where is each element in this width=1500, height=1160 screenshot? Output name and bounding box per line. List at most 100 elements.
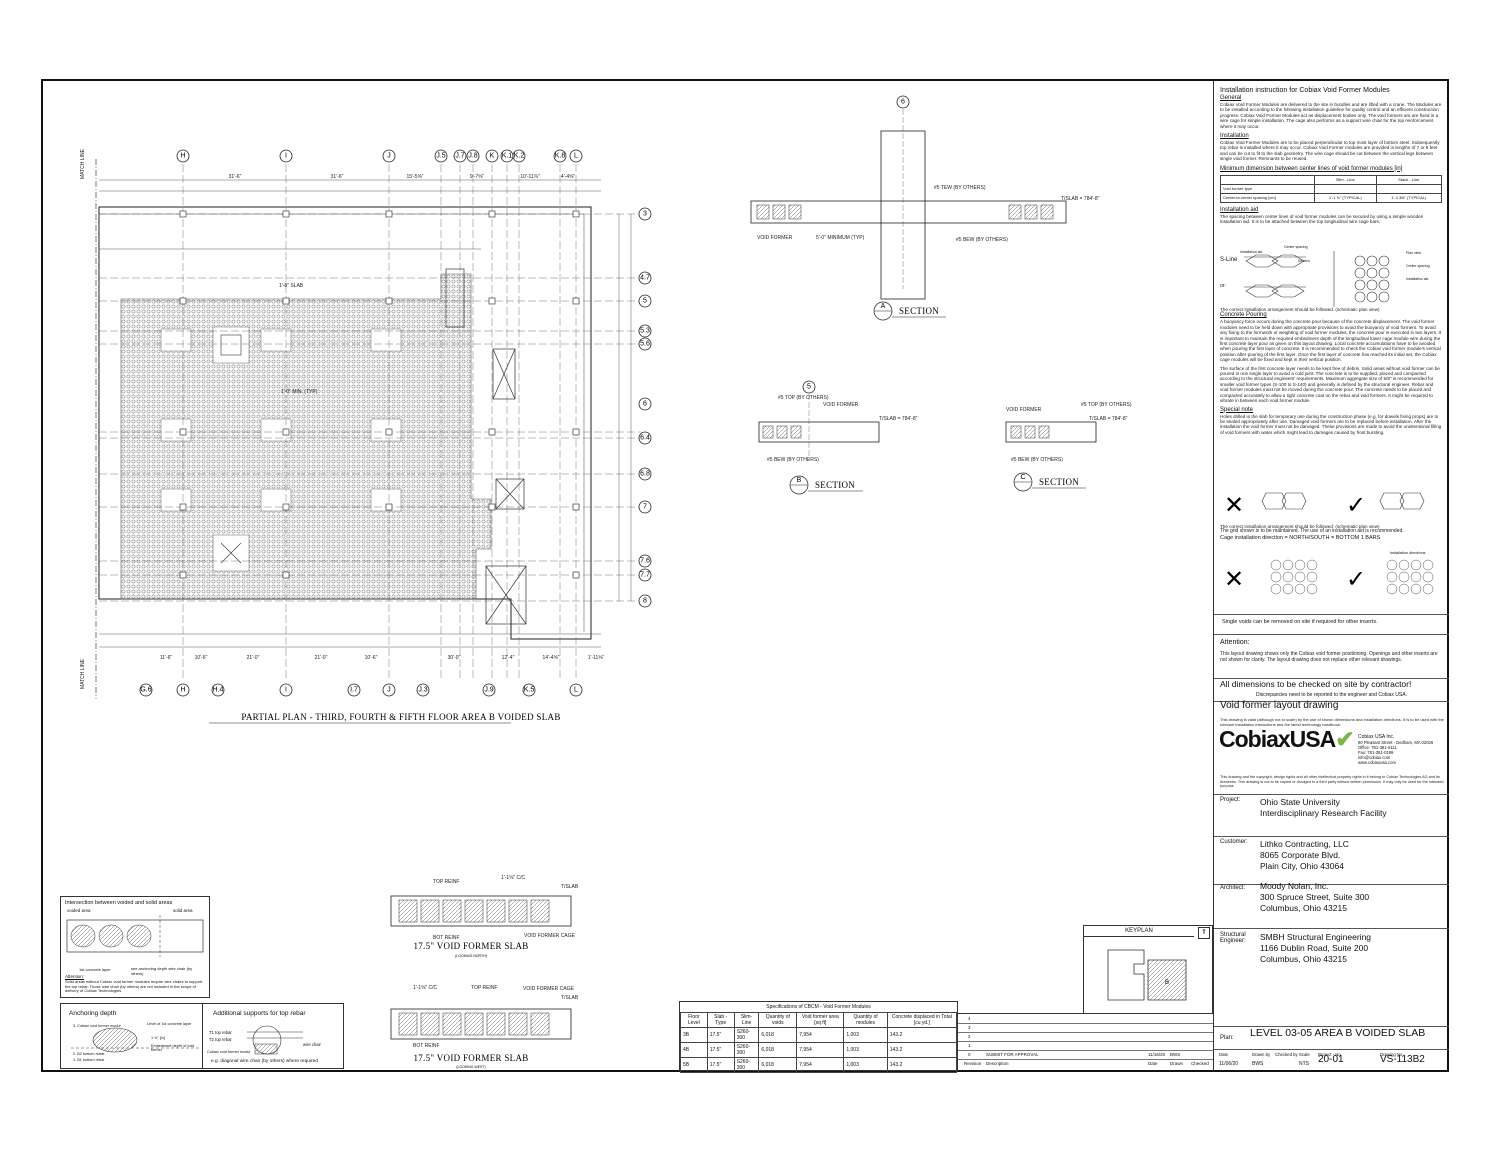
section-c-note-0: VOID FORMER (1006, 407, 1042, 413)
supports-item-3: Cobiax void former modul (207, 1050, 251, 1054)
grid-right-4-7: 4.7 (640, 275, 650, 282)
keyplan-title: KEYPLAN (1084, 928, 1194, 937)
spec-cell: 7,954 (796, 1042, 845, 1058)
architect-value: Moody Nolan, Inc. 300 Spruce Street, Sui… (1260, 881, 1369, 914)
slab-west-bot-reinf: BOT REINF (413, 1043, 440, 1049)
dim-top-0: 31'-6" (229, 174, 242, 180)
rev-number: 2 (968, 1034, 971, 1039)
dim-bot-7: 14'-4⅝" (543, 655, 560, 661)
arrangement-text: The correct installation arrangement sho… (1220, 307, 1380, 312)
footer-h-project: Project - No. (1318, 1052, 1342, 1057)
match-line-bottom-label: MATCH LINE (80, 658, 86, 689)
spec-cell: 7,954 (796, 1057, 845, 1073)
spec-cell: 3B (680, 1027, 708, 1043)
min-dim-typ-slim: 1'-1 ¾" (TYPICAL) (1313, 192, 1377, 203)
spec-cell: 7,954 (796, 1027, 845, 1043)
grid-bot-J3: J.3 (418, 687, 427, 694)
spec-cell: 1,003 (843, 1057, 888, 1073)
slab-west-sub: (LOOKING WEST) (456, 1065, 485, 1069)
grid-right-3: 3 (643, 211, 647, 218)
grid-bot-I: I (285, 687, 287, 694)
general-text: Cobiax Void Former Modules are delivered… (1220, 102, 1442, 129)
single-voids-note: Single voids can be removed on site if r… (1222, 619, 1378, 625)
grid-right-6: 6 (643, 401, 647, 408)
aid-diagram: S-Line or: Installation aid Center spaci… (1220, 241, 1442, 307)
rev-h-checked: Checked (1191, 1061, 1209, 1066)
check-icon: ✓ (1346, 492, 1366, 519)
aid-label-4: Center spacing (1406, 264, 1430, 268)
company-line: info@cobiax.com (1358, 755, 1391, 761)
spec-cell: 6,018 (758, 1042, 798, 1058)
rev-number: 0 (968, 1052, 971, 1057)
engineer-row: Structural Engineer: SMBH Structural Eng… (1214, 932, 1449, 976)
north-arrow-icon: ⇑ (1198, 927, 1210, 939)
slab-west-cage: VOID FORMER CAGE (523, 986, 575, 992)
layout-heading: Void former layout drawing (1220, 700, 1339, 711)
engineer-line: Columbus, Ohio 43215 (1260, 954, 1347, 964)
spec-cell: 6,018 (758, 1027, 798, 1043)
grid-bot-G6: G.6 (140, 687, 151, 694)
layout-text: This drawing is valid (although not to s… (1220, 717, 1444, 727)
slab-note: 1'-8" SLAB (279, 283, 304, 289)
grid-bot-L: L (574, 687, 578, 694)
customer-key: Customer: (1220, 839, 1248, 845)
intersection-attention-text: Solid areas without Cobiax void former m… (65, 979, 203, 994)
grid-right-8: 8 (643, 598, 647, 605)
spec-cell: 17.5" (706, 1027, 735, 1043)
section-a-tslab: T/SLAB = 784'-8" (1061, 196, 1100, 202)
rev-header-row: Revision Description Date Drawn Checked (958, 1059, 1213, 1068)
grid-right-6-4: 6.4 (640, 435, 650, 442)
installation-heading: Installation (1220, 133, 1249, 140)
section-c-note-1: #5 TOP (BY OTHERS) (1081, 402, 1132, 408)
aid-sline: S-Line (1220, 257, 1238, 263)
section-a-letter: A (881, 303, 886, 310)
footer-project-no: 20-01 (1318, 1054, 1344, 1065)
top-dimensions: 31'-6" 31'-6" 15'-5⅝" 9'-7⅝" 10'-11⅞" 4'… (229, 174, 576, 180)
company-line: 90 Pleasant Street - Dedham, MA 02026 (1358, 740, 1434, 746)
company-info: Cobiax USA Inc. 90 Pleasant Street - Ded… (1358, 734, 1434, 766)
title-block: Installation instruction for Cobiax Void… (1213, 81, 1449, 1071)
plan-title: PARTIAL PLAN - THIRD, FOURTH & FIFTH FLO… (241, 712, 560, 722)
engineer-line: 1166 Dublin Road, Suite 200 (1260, 943, 1369, 953)
min-dim-blank (1220, 174, 1315, 185)
dim-top-5: 4'-4⅝" (561, 174, 575, 180)
spec-cell: 17.5" (706, 1042, 735, 1058)
spec-h6: Concrete displaced in Total [cu yd.] (886, 1012, 958, 1028)
aid-label-5: Installation aid (1406, 277, 1429, 281)
dim-top-2: 15'-5⅝" (407, 174, 424, 180)
grid-top-H: H (180, 153, 185, 160)
additional-supports-box: Additional supports for top rebar T1 top… (202, 1003, 344, 1069)
spec-cell: 143.2 (886, 1042, 958, 1058)
slab-north-title: 17.5" VOID FORMER SLAB (413, 941, 528, 951)
engineer-line: SMBH Structural Engineering (1260, 932, 1372, 942)
spec-cell: S260-300 (733, 1057, 760, 1073)
company-line: Office: 781-381-0111 (1358, 745, 1397, 751)
spec-h5: Quantity of modules (843, 1012, 888, 1028)
rev-drawn: BWS (1170, 1052, 1181, 1057)
slab-north-cc: 1'-1⅝" C/C (501, 875, 526, 881)
aid-label-3: Plan view (1406, 251, 1421, 255)
min-typ-note: 1'-0" MIN. (TYP) (281, 389, 318, 395)
section-b-note-2: #5 BEW (BY OTHERS) (767, 457, 819, 463)
dim-top-1: 31'-6" (331, 174, 344, 180)
section-b-label: SECTION (815, 480, 855, 490)
slab-west-title: 17.5" VOID FORMER SLAB (413, 1053, 528, 1063)
project-line: Ohio State University (1260, 797, 1340, 807)
table-row: Void former type (1220, 183, 1443, 194)
special-heading: Special note (1220, 406, 1254, 413)
table-row: Center-to-center spacing [cm]1'-1 ¾" (TY… (1220, 192, 1443, 203)
anchoring-title: Anchoring depth (69, 1010, 117, 1017)
rev-h-date: Date (1148, 1061, 1158, 1066)
general-heading: General (1220, 95, 1242, 101)
keyplan: KEYPLAN ⇑ B (1083, 925, 1213, 1014)
footer-date: 11/06/20 (1219, 1061, 1239, 1067)
spec-cell: 4B (680, 1042, 708, 1058)
footer-drawing-no: VS-113B2 (1380, 1054, 1425, 1065)
customer-row: Customer: Lithko Contracting, LLC 8065 C… (1214, 839, 1449, 883)
slab-north-bot-reinf: BOT REINF (433, 935, 460, 941)
logo-check-icon: ✔ (1335, 726, 1354, 752)
min-dim-col-stack: Stack - Line (1375, 174, 1443, 185)
slab-west-tslab: T/SLAB (561, 995, 579, 1001)
engineer-key: Structural Engineer: (1220, 932, 1246, 944)
